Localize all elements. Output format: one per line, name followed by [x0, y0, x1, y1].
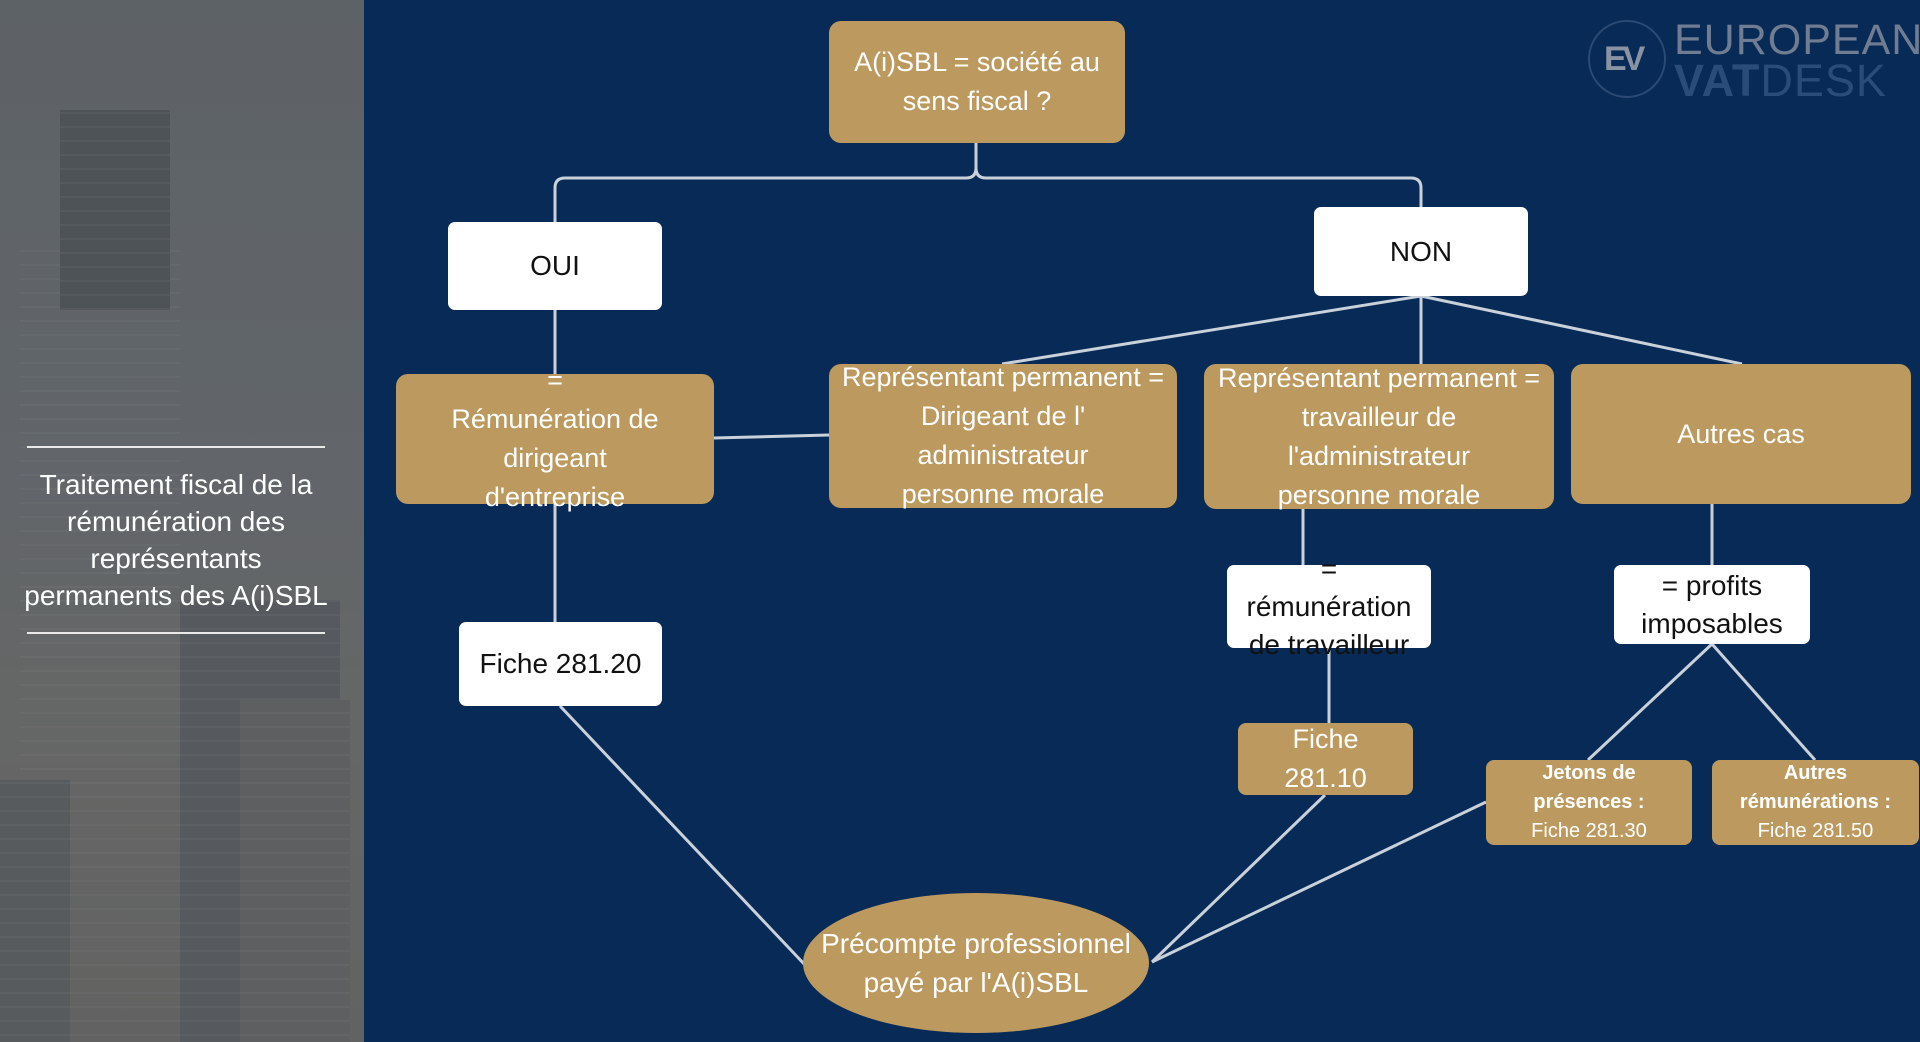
node-line: rémunérations :: [1739, 791, 1892, 813]
connector-question-oui: [553, 143, 978, 222]
connector-non-rp-dirigeant: [1001, 294, 1422, 366]
connector-fiche-28110-precompte: [1150, 793, 1327, 964]
connector-jetons-precompte: [1151, 800, 1487, 964]
node-oui: OUI: [448, 222, 662, 310]
node-rp-travailleur: Représentant permanent = travailleur de …: [1204, 363, 1554, 510]
node-label: Fiche 281.20: [479, 648, 642, 679]
node-label: OUI: [530, 250, 580, 281]
node-autres-remunerations: Autres rémunérations : Fiche 281.50: [1712, 760, 1919, 845]
sidebar-divider-top: [27, 446, 325, 448]
node-line: Représentant permanent =: [842, 362, 1164, 392]
connector-non-autres-cas: [1420, 294, 1743, 366]
node-line: = rémunération: [1246, 552, 1412, 622]
node-line: payé par l'A(i)SBL: [863, 967, 1089, 998]
sidebar-title-line: Traitement fiscal de la: [39, 469, 313, 500]
logo-line-vatdesk: VATDESK: [1674, 58, 1887, 104]
node-label: NON: [1389, 235, 1453, 267]
node-profits-imposables: = profits imposables: [1614, 565, 1810, 644]
sidebar-title: Traitement fiscal de la rémunération des…: [22, 466, 330, 614]
node-line: Précompte professionnel: [821, 928, 1131, 959]
node-line: de travailleur: [1248, 628, 1410, 660]
node-line: =: [547, 365, 563, 395]
sidebar-overlay: [0, 0, 364, 1042]
node-label: Fiche 281.10: [1284, 724, 1367, 793]
node-line: A(i)SBL = société au: [854, 47, 1100, 77]
node-line: = profits: [1661, 569, 1763, 601]
node-line: Fiche 281.50: [1757, 820, 1874, 842]
sidebar-divider-bottom: [27, 632, 325, 634]
node-line: Rémunération de dirigeant: [451, 404, 659, 473]
sidebar-title-line: représentants: [90, 543, 262, 574]
node-line: travailleur de l'administrateur: [1287, 401, 1471, 471]
sidebar-title-line: rémunération des: [67, 506, 285, 537]
logo-mark-text: EV: [1604, 40, 1645, 78]
node-line: Représentant permanent =: [1218, 362, 1540, 393]
logo-vat: VAT: [1674, 55, 1761, 106]
node-line: imposables: [1641, 607, 1783, 639]
node-fiche-28110: Fiche 281.10: [1238, 723, 1413, 795]
connector-profits-autres-remunerations: [1710, 643, 1817, 761]
node-line: Fiche 281.30: [1531, 820, 1647, 842]
connector-fiche-28120-precompte: [558, 704, 808, 968]
sidebar-panel: Traitement fiscal de la rémunération des…: [0, 0, 364, 1042]
node-remuneration-dirigeant: = Rémunération de dirigeant d'entreprise: [396, 365, 714, 512]
node-line: d'entreprise: [484, 482, 626, 512]
node-autres-cas: Autres cas: [1571, 364, 1911, 504]
logo-mark-icon: EV: [1588, 20, 1666, 98]
logo-line-european: EUROPEAN: [1674, 16, 1920, 64]
skyline-building-image: [240, 700, 350, 1042]
skyline-building-image: [0, 780, 70, 1042]
node-line: sens fiscal ?: [902, 86, 1052, 116]
node-line: personne morale: [901, 479, 1105, 509]
node-line: Autres: [1783, 762, 1848, 784]
node-non: NON: [1314, 207, 1528, 296]
node-line: Dirigeant de l' administrateur: [917, 401, 1089, 470]
node-remuneration-travailleur: = rémunération de travailleur: [1227, 553, 1431, 660]
node-question: A(i)SBL = société au sens fiscal ?: [829, 21, 1125, 143]
node-line: personne morale: [1277, 479, 1481, 510]
node-jetons-presences: Jetons de présences : Fiche 281.30: [1486, 760, 1692, 845]
connector-remuneration-rp-dirigeant: [713, 433, 830, 440]
sidebar-title-line: permanents des A(i)SBL: [24, 580, 328, 611]
node-line: Jetons de: [1542, 762, 1636, 784]
connector-profits-jetons: [1586, 642, 1714, 762]
european-vat-desk-logo: EV EUROPEAN VATDESK: [1588, 18, 1920, 104]
node-line: présences :: [1533, 791, 1645, 813]
node-fiche-28120: Fiche 281.20: [459, 622, 662, 706]
node-rp-dirigeant: Représentant permanent = Dirigeant de l'…: [829, 362, 1177, 509]
connector-question-non: [974, 143, 1423, 207]
skyline-building-image: [60, 110, 170, 310]
logo-desk: DESK: [1760, 55, 1887, 106]
node-label: Autres cas: [1677, 418, 1805, 449]
node-precompte: Précompte professionnel payé par l'A(i)S…: [803, 893, 1149, 1033]
